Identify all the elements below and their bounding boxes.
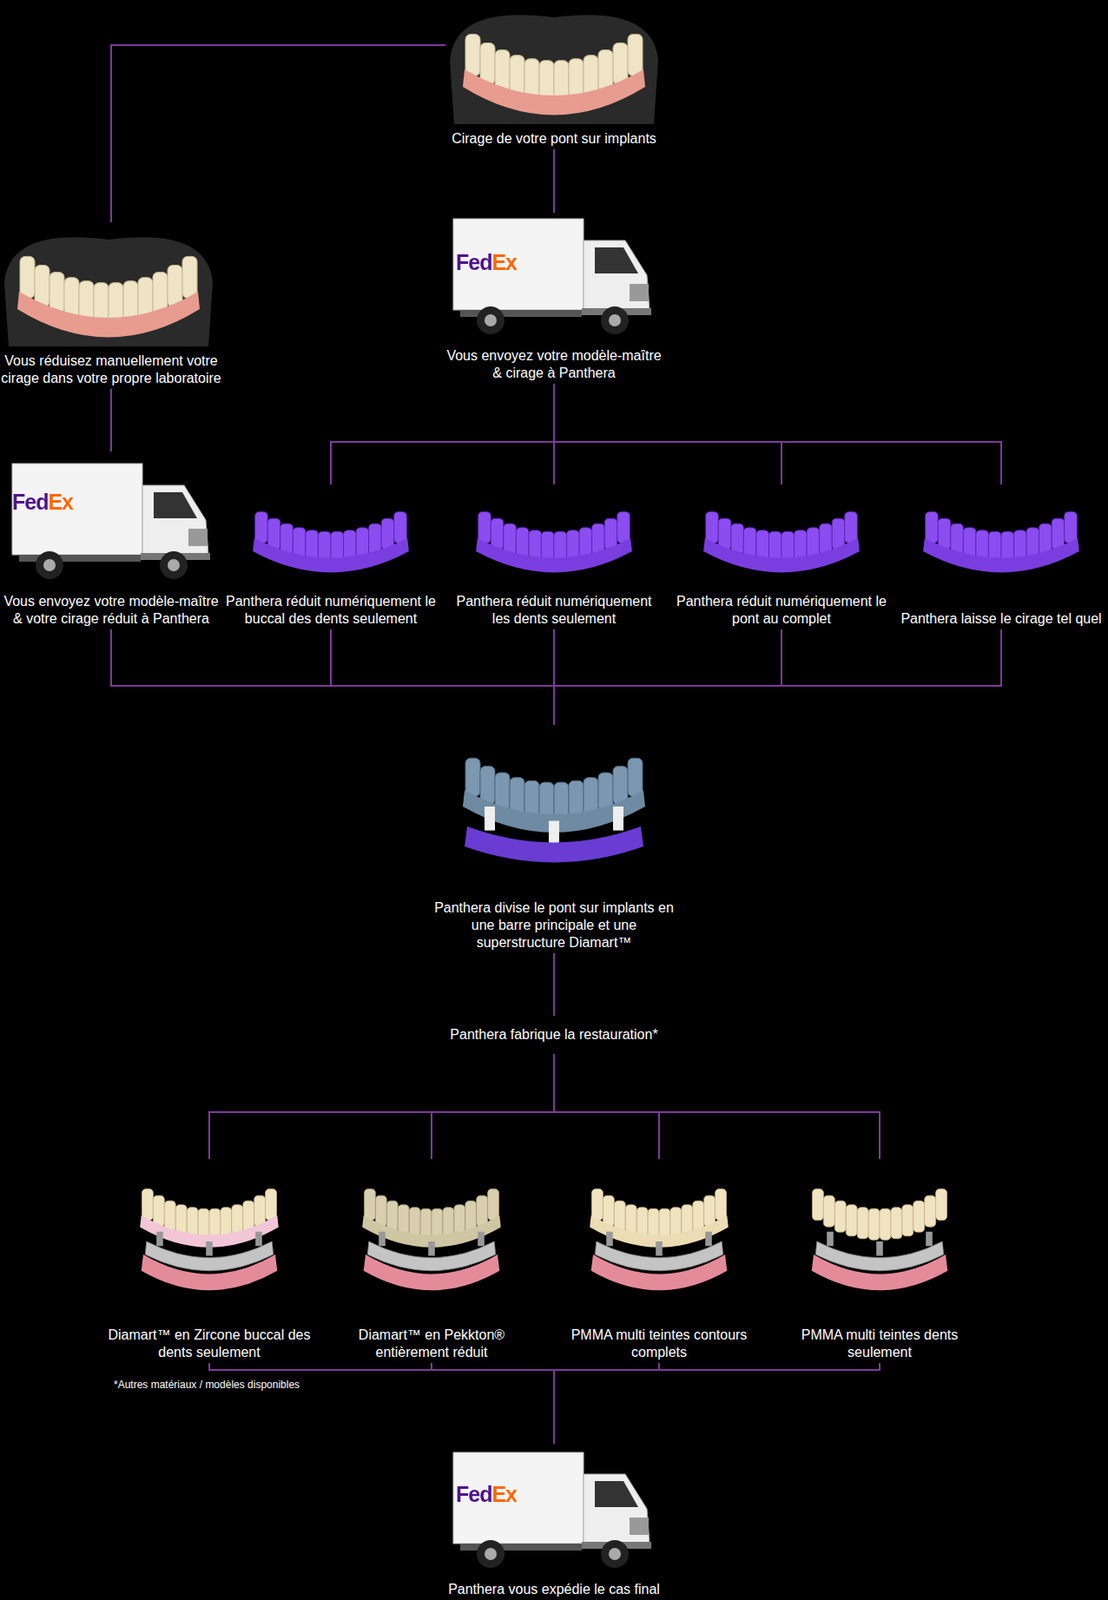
flow-connector (330, 629, 554, 726)
flow-connector (554, 629, 782, 726)
step-caption: Cirage de votre pont sur implants (451, 130, 657, 148)
scan-image (475, 512, 633, 574)
step-text-node: Panthera fabrique la restauration* (423, 1015, 685, 1055)
logo-text: FedEx (12, 488, 73, 515)
flow-connector (553, 383, 555, 485)
step-caption: Panthera réduit numériquement le pont au… (674, 593, 889, 628)
step-caption: Panthera laisse le cirage tel quel (900, 610, 1102, 628)
step-node: Panthera réduit numériquement les dents … (447, 484, 661, 630)
flow-connector (554, 383, 782, 485)
step-node: Panthera laisse le cirage tel quel (895, 484, 1108, 630)
step-caption: Panthera fabrique la restauration* (449, 1026, 658, 1044)
step-caption: Panthera réduit numériquement le buccal … (224, 593, 438, 628)
step-caption: Vous réduisez manuellement votre cirage … (0, 352, 223, 388)
restoration-image (139, 1189, 279, 1292)
flow-connector (554, 629, 1002, 726)
flow-connector (209, 1054, 554, 1160)
flow-connector (110, 389, 113, 452)
step-caption: Panthera divise le pont sur implants en … (428, 899, 680, 952)
product-node: Diamart™ en Zircone buccal des dents seu… (102, 1159, 317, 1364)
step-caption: Vous envoyez votre modèle-maître & votre… (0, 593, 223, 628)
flow-connector (209, 1363, 554, 1445)
step-node: Panthera réduit numériquement le pont au… (674, 484, 889, 630)
logo-text: FedEx (455, 249, 517, 276)
flow-connector (111, 629, 554, 726)
step-node: Panthera vous expédie le cas final (445, 1444, 663, 1600)
delivery-truck (12, 463, 211, 580)
delivery-truck (453, 218, 652, 335)
wax-up-image (449, 14, 659, 125)
flow-connector (111, 45, 446, 223)
product-node: PMMA multi teintes dents seulement (772, 1159, 987, 1364)
flow-connector (553, 953, 555, 1016)
flow-connector (554, 1363, 880, 1445)
step-node: Vous envoyez votre modèle-maître & cirag… (445, 212, 663, 384)
flow-connector (330, 383, 554, 485)
step-caption: Diamart™ en Zircone buccal des dents seu… (102, 1326, 317, 1362)
restoration-image (589, 1189, 729, 1292)
product-node: Diamart™ en Pekkton® entièrement réduit (324, 1159, 539, 1364)
step-caption: Panthera réduit numériquement les dents … (447, 593, 661, 628)
step-caption: Vous envoyez votre modèle-maître & cirag… (445, 347, 663, 383)
restoration-image (362, 1189, 502, 1292)
flow-connector (553, 149, 555, 213)
step-caption: PMMA multi teintes contours complets (552, 1326, 766, 1362)
flow-connector (554, 383, 1002, 485)
flow-connector (554, 1363, 660, 1445)
step-caption: PMMA multi teintes dents seulement (772, 1326, 987, 1362)
product-node: PMMA multi teintes contours complets (552, 1159, 766, 1364)
flow-connector (431, 1363, 554, 1445)
step-caption: Panthera vous expédie le cas final (448, 1581, 660, 1599)
step-node: Panthera divise le pont sur implants en … (428, 725, 680, 954)
scan-image (252, 512, 409, 574)
step-caption: Diamart™ en Pekkton® entièrement réduit (324, 1326, 539, 1362)
scan-image (703, 512, 860, 574)
flow-connector (553, 629, 555, 726)
step-node: Panthera réduit numériquement le buccal … (224, 484, 438, 630)
flow-connector (554, 1054, 880, 1160)
step-node: Vous réduisez manuellement votre cirage … (0, 222, 223, 390)
step-node: Vous envoyez votre modèle-maître & votre… (0, 451, 223, 630)
split-model-image (462, 758, 646, 863)
scan-image (923, 512, 1080, 574)
delivery-truck (453, 1452, 652, 1569)
logo-text: FedEx (455, 1481, 517, 1508)
restoration-image (811, 1189, 949, 1292)
wax-up-image (4, 237, 213, 347)
footnote: *Autres matériaux / modèles disponibles (113, 1378, 300, 1392)
flow-connector (431, 1054, 554, 1160)
step-node: Cirage de votre pont sur implants (445, 0, 663, 150)
flow-connector (554, 1054, 660, 1160)
